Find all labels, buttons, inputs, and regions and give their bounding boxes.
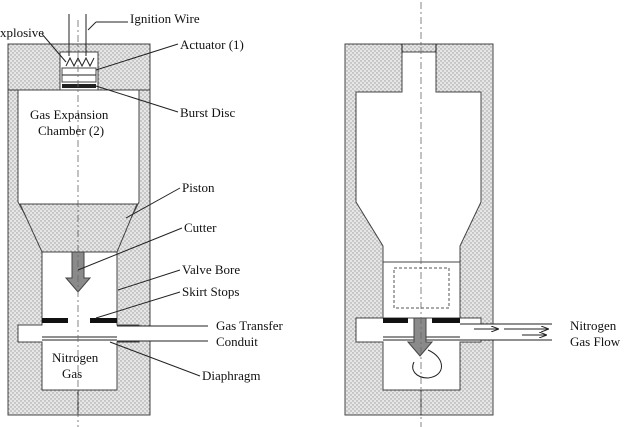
left-valve: [7, 14, 208, 427]
label-burst-disc: Burst Disc: [180, 105, 235, 120]
label-explosive: xplosive: [0, 25, 44, 40]
label-gas-expansion-line1: Gas Expansion: [30, 107, 109, 122]
actuator-housing: [59, 51, 99, 91]
right-valve: [344, 2, 552, 427]
leader-lines: [41, 21, 201, 377]
skirt-stop-right: [90, 318, 117, 323]
label-nitrogen-line1: Nitrogen: [52, 350, 99, 365]
label-diaphragm: Diaphragm: [202, 368, 260, 383]
burst-disc: [62, 84, 96, 88]
piston: [19, 203, 138, 253]
right-skirt-stop-left: [383, 318, 408, 323]
cutter-fired: [406, 317, 434, 357]
label-actuator: Actuator (1): [180, 37, 244, 52]
label-nitrogen-flow-line1: Nitrogen: [570, 318, 617, 333]
label-piston: Piston: [182, 180, 215, 195]
label-nitrogen-flow-line2: Gas Flow: [570, 334, 621, 349]
explosive-charge: [65, 56, 95, 68]
labels: xplosive Ignition Wire Actuator (1) Burs…: [0, 11, 621, 383]
right-skirt-stop-right: [432, 318, 460, 323]
skirt-stop-left: [42, 318, 68, 323]
right-valve-cavity: [355, 51, 482, 391]
label-cutter: Cutter: [184, 220, 217, 235]
gas-transfer-conduit: [117, 326, 153, 341]
label-ignition-wire: Ignition Wire: [130, 11, 200, 26]
label-gas-transfer-line2: Conduit: [216, 334, 258, 349]
label-valve-bore: Valve Bore: [182, 262, 240, 277]
label-skirt-stops: Skirt Stops: [182, 284, 239, 299]
label-gas-expansion-line2: Chamber (2): [38, 123, 104, 138]
label-nitrogen-line2: Gas: [62, 366, 82, 381]
label-gas-transfer-line1: Gas Transfer: [216, 318, 283, 333]
gas-swirl-arrow: [412, 349, 442, 379]
